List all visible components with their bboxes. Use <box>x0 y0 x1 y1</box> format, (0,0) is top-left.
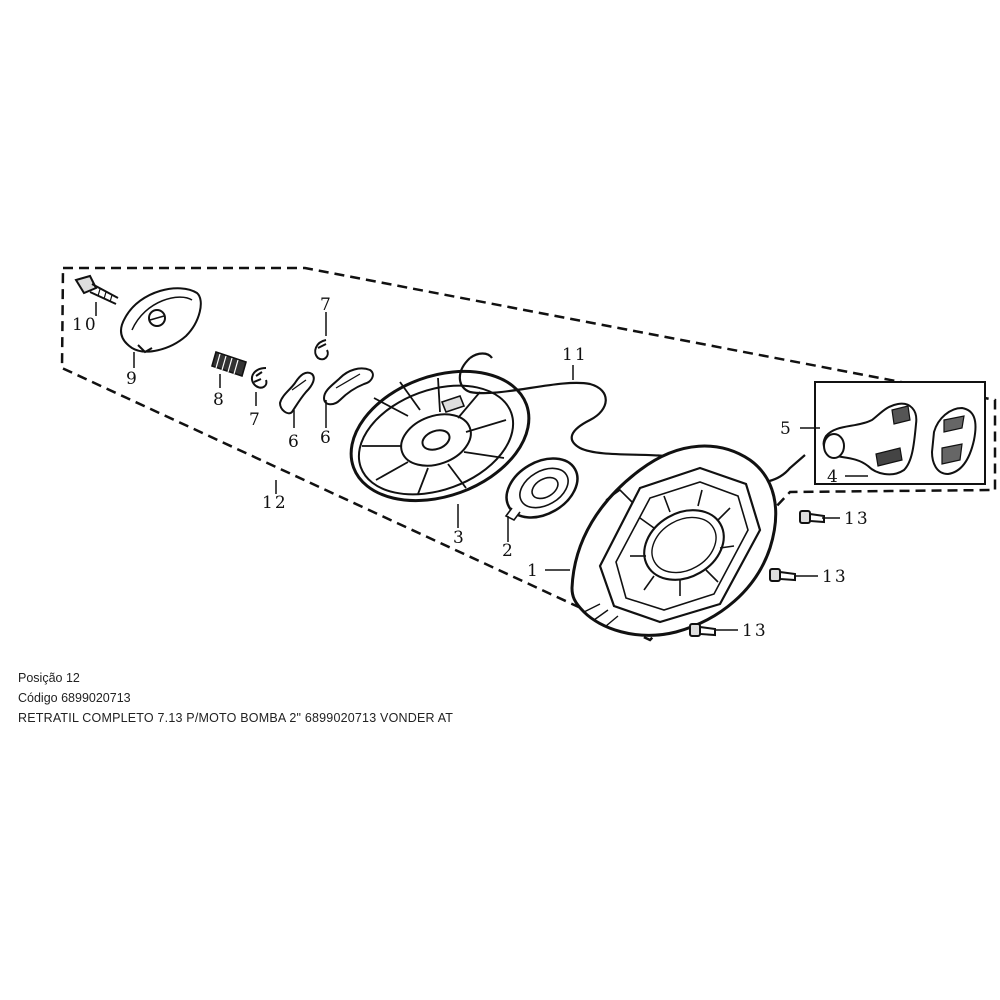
part-13-bolt-middle <box>769 568 796 582</box>
callout-7-upper: 7 <box>320 295 333 315</box>
description-text: RETRATIL COMPLETO 7.13 P/MOTO BOMBA 2" 6… <box>18 711 454 725</box>
part-1-starter-housing <box>570 444 778 637</box>
part-11-rope-loop <box>469 352 493 359</box>
part-8-spring <box>211 350 247 378</box>
callout-6-left: 6 <box>288 432 301 452</box>
callout-8: 8 <box>213 390 226 410</box>
callout-13-top: 13 <box>844 509 870 529</box>
code-text: Código 6899020713 <box>18 691 131 705</box>
part-6-pawl-left <box>278 371 315 415</box>
callout-9: 9 <box>126 369 139 389</box>
callout-5: 5 <box>780 419 793 439</box>
part-3-pulley-reel <box>349 369 531 503</box>
part-7-small-spring-left <box>250 367 268 389</box>
callout-7-lower: 7 <box>249 410 262 430</box>
callout-1: 1 <box>527 561 540 581</box>
leader-lines <box>95 302 868 631</box>
callout-2: 2 <box>502 541 515 561</box>
part-4-handle-cover <box>930 406 977 476</box>
part-2-recoil-spring <box>504 457 579 522</box>
part-9-ratchet-plate <box>119 287 202 354</box>
part-13-bolt-bottom <box>689 623 716 637</box>
part-13-bolt-top <box>799 510 825 524</box>
position-text: Posição 12 <box>18 671 80 685</box>
callout-12: 12 <box>262 493 288 513</box>
callout-10: 10 <box>72 315 98 335</box>
part-7-small-spring-right <box>314 339 329 361</box>
callout-11: 11 <box>562 345 588 365</box>
part-10-bolt <box>74 274 119 305</box>
callout-3: 3 <box>453 528 466 548</box>
callout-4: 4 <box>827 467 840 487</box>
part-4-handle-grip <box>822 402 918 476</box>
callout-13-bottom: 13 <box>742 621 768 641</box>
part-6-pawl-right <box>322 367 374 406</box>
callout-6-right: 6 <box>320 428 333 448</box>
assembly-boundary-dashed <box>60 266 997 642</box>
callout-13-middle: 13 <box>822 567 848 587</box>
